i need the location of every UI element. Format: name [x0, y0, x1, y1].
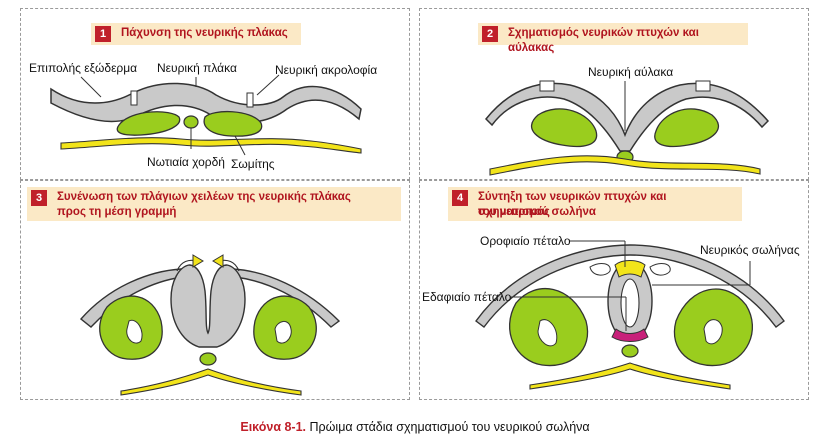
panel-3: 3 Συνένωση των πλάγιων χειλέων της νευρι…: [20, 180, 410, 400]
panel-2-illustration: [484, 80, 770, 176]
panel-1-somite-right: [203, 110, 263, 137]
panel-1-title-band: 1 Πάχυνση της νευρικής πλάκας: [91, 23, 301, 45]
panel-4-crest-right: [649, 263, 671, 276]
panel-1-ectoderm: [50, 82, 362, 124]
caption-figure-id: Εικόνα 8-1.: [240, 420, 307, 434]
panel-2-title: Σχηματισμός νευρικών πτυχών και αύλακας: [508, 27, 699, 54]
panel-3-title-band: 3 Συνένωση των πλάγιων χειλέων της νευρι…: [27, 187, 401, 221]
figure-caption: Εικόνα 8-1. Πρώιμα στάδια σχηματισμού το…: [0, 420, 830, 434]
panel-4-number-badge: 4: [452, 190, 468, 206]
panel-1-somite-left: [116, 111, 181, 136]
panel-3-somite-left-hole: [126, 319, 143, 344]
panel-4-endoderm: [529, 362, 731, 390]
panel-4-notochord: [621, 344, 639, 358]
label-neural-groove: Νευρική αύλακα: [588, 65, 674, 79]
panel-1-illustration: [50, 74, 362, 156]
panel-4-roof-plate: [614, 260, 646, 278]
panel-3-endoderm: [120, 368, 302, 396]
panel-2-number-badge: 2: [482, 26, 498, 42]
panel-3-ectoderm-right: [232, 268, 341, 328]
panel-4-title-line-2: του νευρικού σωλήνα: [478, 206, 596, 218]
panel-2: 2 Σχηματισμός νευρικών πτυχών και αύλακα…: [419, 8, 809, 180]
label-neural-tube: Νευρικός σωλήνας: [700, 243, 800, 257]
panel-4-floor-plate: [611, 328, 649, 342]
panel-2-somite-right: [654, 108, 719, 148]
panel-2-crest-right: [695, 80, 711, 92]
panel-4: 4 Σύντηξη των νευρικών πτυχών και σχηματ…: [419, 180, 809, 400]
label-roof-plate: Οροφιαίο πέταλο: [480, 234, 571, 248]
panel-3-arrowhead-right: [212, 254, 224, 268]
label-neural-plate: Νευρική πλάκα: [157, 61, 237, 75]
panel-4-illustration: [475, 240, 785, 390]
panel-2-somite-left: [531, 108, 598, 148]
panel-3-title-line-2: προς τη μέση γραμμή: [57, 206, 177, 218]
panel-2-neural-plate: [484, 82, 770, 152]
panel-1-crest-left: [130, 90, 138, 106]
panel-4-crest-left: [589, 263, 611, 276]
panel-4-neural-canal: [620, 278, 640, 328]
panel-2-crest-left: [539, 80, 555, 92]
panel-1: 1 Πάχυνση της νευρικής πλάκας Επιπολής ε…: [20, 8, 410, 180]
label-somites: Σωμίτης: [231, 157, 275, 171]
panel-4-ectoderm: [475, 244, 785, 328]
label-neural-crest: Νευρική ακρολοφία: [275, 63, 378, 77]
label-floor-plate: Εδαφιαίο πέταλο: [422, 290, 512, 304]
panel-1-notochord: [183, 115, 199, 129]
panel-3-number-badge: 3: [31, 190, 47, 206]
panel-1-crest-right: [246, 92, 254, 108]
panel-1-title: Πάχυνση της νευρικής πλάκας: [121, 27, 288, 39]
panel-2-endoderm: [489, 155, 761, 176]
panel-4-title-band: 4 Σύντηξη των νευρικών πτυχών και σχηματ…: [448, 187, 742, 221]
panel-3-somite-right-hole: [274, 321, 292, 344]
panel-3-illustration: [79, 254, 341, 396]
panel-4-somite-right-hole: [703, 319, 723, 345]
label-epidermis: Επιπολής εξώδερμα: [29, 61, 138, 75]
panel-3-arrowhead-left: [192, 254, 204, 268]
panel-4-title-line-1: Σύντηξη των νευρικών πτυχών και σχηματισ…: [478, 191, 667, 218]
panel-3-title-line-1: Συνένωση των πλάγιων χειλέων της νευρική…: [57, 191, 351, 203]
panel-1-number-badge: 1: [95, 26, 111, 42]
panel-4-somite-left-hole: [537, 319, 558, 347]
label-notochord: Νωτιαία χορδή: [147, 155, 225, 169]
caption-text: Πρώιμα στάδια σχηματισμού του νευρικού σ…: [309, 420, 590, 434]
panel-1-endoderm: [60, 137, 362, 154]
panel-3-notochord: [199, 352, 217, 366]
panel-2-title-band: 2 Σχηματισμός νευρικών πτυχών και αύλακα…: [478, 23, 748, 54]
panel-3-neural-folds: [170, 264, 246, 348]
